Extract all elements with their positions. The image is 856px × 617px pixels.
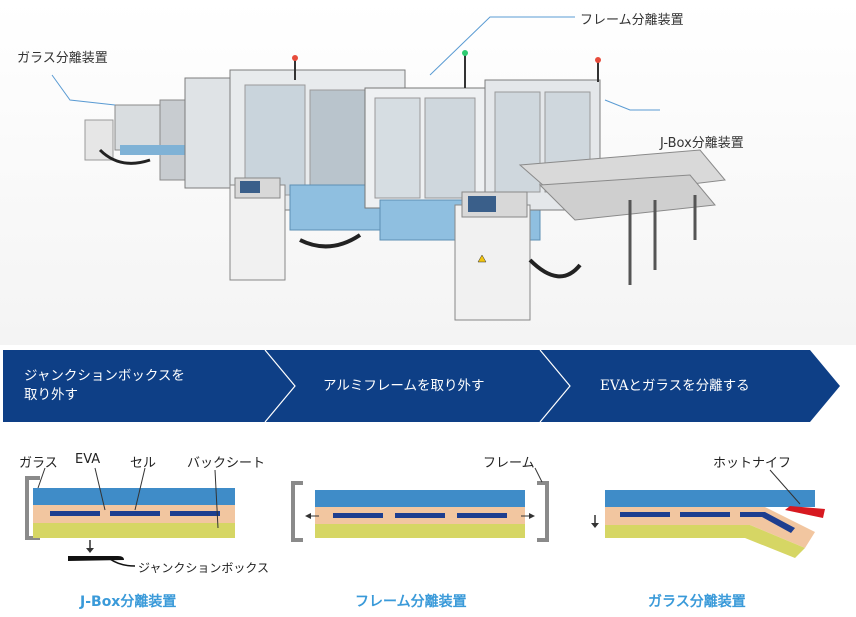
frame-left <box>291 481 303 542</box>
glass-separator-label: ガラス分離装置 <box>17 51 108 66</box>
backsheet-layer <box>315 524 525 538</box>
frame-diagram <box>291 467 549 542</box>
label-frame: フレーム <box>483 456 535 471</box>
cells <box>620 512 795 533</box>
cell <box>333 513 383 518</box>
glass-layer <box>605 490 815 507</box>
label-junction-box: ジャンクションボックス <box>138 561 270 575</box>
label-eva: EVA <box>75 452 101 467</box>
glass-layer <box>33 488 235 505</box>
caption-glass: ガラス分離装置 <box>648 594 746 610</box>
machinery-photo <box>0 0 856 345</box>
label-hot-knife: ホットナイフ <box>713 456 792 471</box>
cell <box>457 513 507 518</box>
glass-diagram <box>591 469 825 558</box>
backsheet-layer <box>605 525 805 558</box>
control-panel-right <box>454 191 582 321</box>
junction-box <box>68 556 124 561</box>
process-step-2-text: アルミフレームを取り外す <box>323 378 485 394</box>
jbox-separator-label: J-Box分離装置 <box>660 136 744 151</box>
process-step-3-arrow <box>540 350 840 422</box>
process-flow <box>3 350 840 422</box>
cell <box>110 511 160 516</box>
label-cell: セル <box>130 456 157 471</box>
label-backsheet: バックシート <box>187 456 266 471</box>
jbox-diagram <box>25 467 235 567</box>
control-panel-left <box>229 177 286 281</box>
cell <box>395 513 445 518</box>
label-glass: ガラス <box>19 456 58 471</box>
jbox-separator-machine <box>484 57 726 285</box>
caption-jbox: J-Box分離装置 <box>80 594 177 610</box>
process-step-2-arrow <box>265 350 570 422</box>
backsheet-layer <box>33 523 235 538</box>
cell <box>170 511 220 516</box>
process-step-1-arrow <box>3 350 295 422</box>
glass-layer <box>315 490 525 507</box>
frame-separator-machine <box>184 50 541 241</box>
caption-frame: フレーム分離装置 <box>355 594 467 610</box>
process-step-3-text: EVAとガラスを分離する <box>600 378 750 394</box>
frame-right <box>537 481 549 542</box>
process-step-1-text: ジャンクションボックスを 取り外す <box>24 368 185 403</box>
frame-separator-label: フレーム分離装置 <box>580 13 684 28</box>
hot-knife <box>785 506 825 518</box>
cell <box>50 511 100 516</box>
